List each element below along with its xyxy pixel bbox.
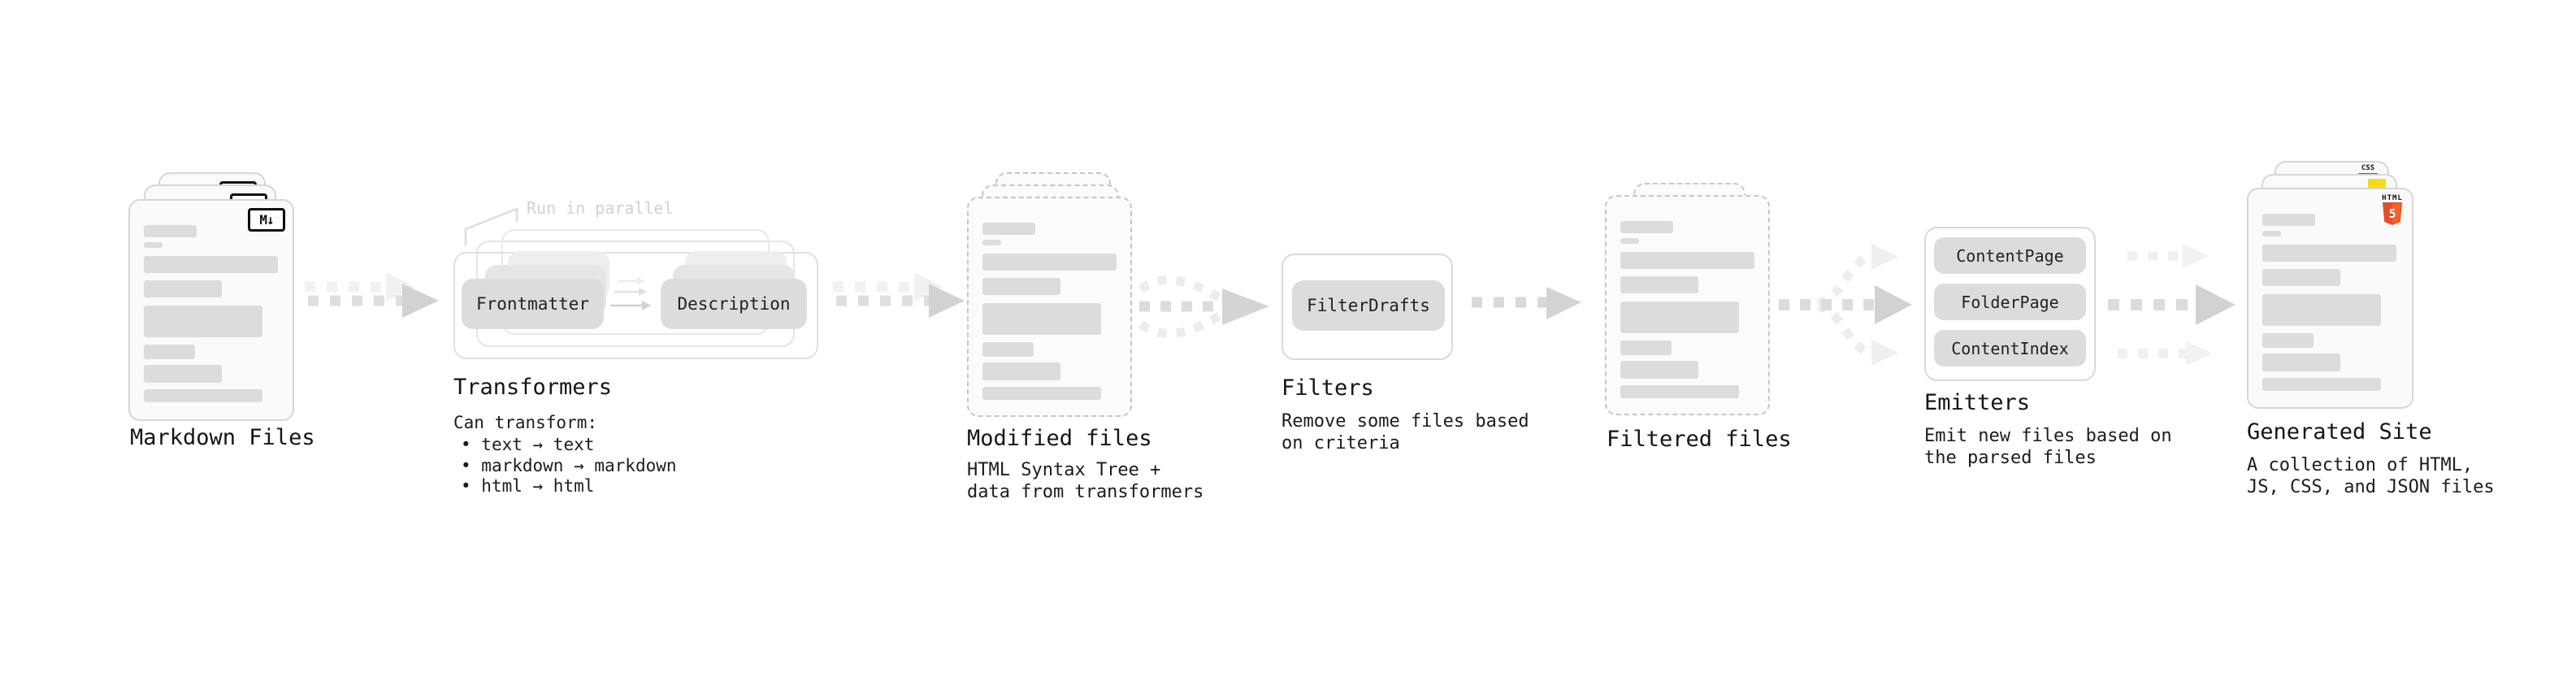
- doc-content-line: [982, 387, 1101, 400]
- transform-arrows-icon: [610, 277, 651, 310]
- javascript-icon: [2368, 179, 2386, 188]
- transform-rule: markdown → markdown: [461, 456, 676, 477]
- doc-content-line: [2262, 245, 2396, 262]
- arrow-modified-to-filters: [1138, 275, 1269, 338]
- contentpage-pill: ContentPage: [1934, 237, 2086, 274]
- doc-content-line: [1620, 276, 1698, 293]
- emitters-box: [1924, 227, 2096, 381]
- svg-text:5: 5: [2388, 206, 2396, 221]
- description-line: HTML Syntax Tree +: [967, 460, 1161, 480]
- filterdrafts-pill: FilterDrafts: [1292, 280, 1445, 331]
- arrowhead: [1871, 340, 1898, 366]
- doc-content-line: [982, 240, 1001, 245]
- doc-content-line: [144, 242, 163, 248]
- doc-content-line: [1620, 340, 1672, 355]
- doc-content-line: [2262, 269, 2340, 286]
- arrow-filtered-to-emitters: [1779, 244, 1912, 366]
- doc-content-line: [2262, 214, 2315, 226]
- modified-doc-front: [967, 197, 1132, 417]
- doc-content-line: [2262, 294, 2381, 326]
- arrowhead: [2186, 341, 2213, 366]
- stage-label-markdown-files: Markdown Files: [130, 425, 315, 450]
- arrow-emitters-to-generated: [2108, 244, 2236, 366]
- doc-content-line: [144, 365, 222, 383]
- stage-label-emitters: Emitters: [1924, 390, 2031, 415]
- doc-content-line: [2262, 333, 2314, 348]
- arrow-markdown-to-transformers: [305, 272, 439, 318]
- doc-content-line: [982, 342, 1034, 357]
- doc-content-line: [144, 225, 197, 237]
- emitters-description: Emit new files based on the parsed files: [1924, 426, 2172, 469]
- doc-content-line: [144, 306, 262, 337]
- frontmatter-pill: Frontmatter: [462, 279, 604, 329]
- doc-content-line: [1620, 221, 1673, 233]
- transform-rule: text → text: [461, 435, 677, 456]
- arrowhead: [386, 272, 415, 301]
- markdown-icon: M↓: [248, 208, 285, 232]
- arrowhead: [2183, 244, 2209, 268]
- html5-icon: HTML 5: [2382, 194, 2403, 225]
- description-line: Remove some files based: [1281, 411, 1529, 432]
- doc-content-line: [1620, 301, 1739, 333]
- doc-content-line: [982, 278, 1060, 295]
- doc-content-line: [2262, 231, 2281, 236]
- arrowhead: [2196, 284, 2236, 325]
- description-line: A collection of HTML,: [2247, 455, 2474, 475]
- stage-label-generated-site: Generated Site: [2247, 419, 2432, 445]
- doc-content-line: [1620, 361, 1698, 379]
- generated-doc-front: HTML 5: [2247, 188, 2413, 409]
- annotation-leader-line: [464, 207, 518, 246]
- arrowhead: [1222, 288, 1269, 325]
- markdown-doc-front: M↓: [128, 199, 294, 421]
- doc-content-line: [144, 389, 262, 402]
- arrow-transformers-to-modified: [833, 272, 965, 318]
- css-icon-label: CSS: [2361, 164, 2375, 172]
- arrowhead: [1871, 244, 1898, 270]
- doc-content-line: [2262, 378, 2381, 391]
- doc-content-line: [1620, 385, 1739, 398]
- transform-rule: html → html: [461, 476, 677, 497]
- doc-content-line: [144, 256, 278, 273]
- arrowhead: [402, 284, 439, 318]
- filters-box: [1281, 254, 1453, 360]
- arrowhead: [929, 284, 965, 318]
- description-pill: Description: [661, 279, 807, 329]
- generated-site-description: A collection of HTML, JS, CSS, and JSON …: [2247, 455, 2495, 498]
- description-line: on criteria: [1281, 432, 1400, 453]
- doc-content-line: [982, 254, 1117, 271]
- doc-content-line: [1620, 252, 1754, 269]
- folderpage-pill: FolderPage: [1934, 284, 2086, 320]
- description-line: the parsed files: [1924, 447, 2097, 468]
- doc-content-line: [982, 362, 1060, 380]
- can-transform-title: Can transform:: [453, 413, 598, 432]
- doc-content-line: [144, 280, 222, 297]
- filters-description: Remove some files based on criteria: [1281, 411, 1529, 454]
- doc-content-line: [982, 303, 1101, 335]
- arrow-filters-to-filtered: [1472, 287, 1581, 319]
- description-line: data from transformers: [967, 481, 1204, 502]
- stage-label-modified-files: Modified files: [967, 426, 1152, 451]
- run-in-parallel-note: Run in parallel: [527, 198, 674, 218]
- doc-content-line: [1620, 238, 1639, 244]
- filtered-doc-front: [1605, 195, 1770, 415]
- stage-label-filters: Filters: [1281, 375, 1374, 401]
- arrowhead: [1875, 285, 1912, 324]
- doc-content-line: [144, 345, 195, 359]
- transform-rules-list: text → text markdown → markdown html → h…: [461, 435, 677, 497]
- html5-icon-word: HTML: [2382, 194, 2403, 202]
- html5-shield: 5: [2383, 202, 2402, 225]
- stage-label-transformers: Transformers: [453, 375, 613, 400]
- stage-label-filtered-files: Filtered files: [1607, 427, 1792, 452]
- doc-content-line: [982, 223, 1035, 235]
- modified-files-description: HTML Syntax Tree + data from transformer…: [967, 460, 1203, 503]
- description-line: JS, CSS, and JSON files: [2247, 476, 2495, 497]
- description-line: Emit new files based on: [1924, 426, 2172, 446]
- transformer-instance-box-front: [453, 252, 818, 359]
- doc-content-line: [2262, 354, 2340, 371]
- contentindex-pill: ContentIndex: [1934, 330, 2086, 367]
- arrowhead: [1546, 287, 1581, 319]
